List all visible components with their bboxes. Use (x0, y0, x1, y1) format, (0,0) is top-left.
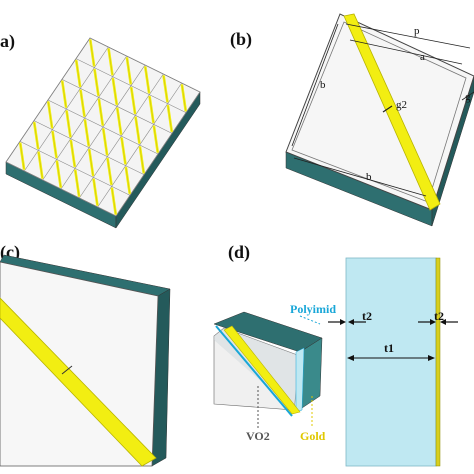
array-grid-lines (5, 37, 201, 217)
array-gold-strip-edge (93, 179, 98, 205)
array-gold-strip-edge (126, 58, 131, 84)
t2-left-arrowhead-out (340, 319, 346, 325)
array-gold-strip-edge (163, 76, 168, 102)
vo2-label: VO2 (246, 429, 270, 443)
dim-a-label: a (420, 51, 425, 63)
dim-a-line (349, 39, 463, 65)
stack-cyan-edge (215, 325, 293, 417)
panel-a: a) (0, 31, 201, 229)
array-gold-strip-edge (107, 159, 112, 184)
dim-g-label: g (465, 91, 471, 103)
panel-d: (d) Polyimid VO2 Gold t2 t2 (213, 242, 458, 467)
array-gold-strip-edge (98, 99, 103, 125)
unit-gold-strip (343, 13, 441, 211)
stack-gold-strip (223, 325, 301, 415)
array-gold-strip-edge (111, 188, 116, 214)
dim-b-bottom-line (293, 157, 427, 197)
array-gold-strip-edge (66, 111, 71, 137)
unit-inner-boundary (291, 21, 467, 203)
array-gold-strip-edge (89, 150, 94, 175)
dim-b-left-label: b (320, 79, 326, 91)
t2-right-arrowhead-in (430, 319, 436, 325)
array-gold-strip-edge (103, 129, 108, 155)
array-gold-strip-edge (139, 147, 144, 173)
dim-g-line (461, 91, 474, 101)
array-gold-strip-edge (94, 70, 99, 95)
dim-p-line (345, 23, 471, 49)
array-gold-strip-edge (117, 108, 122, 134)
g2-gap-mark (382, 105, 393, 113)
t2-right-arrowhead-out (440, 319, 446, 325)
array-gold-strip-edge (135, 117, 140, 143)
array-gold-strip-edge (84, 120, 89, 146)
t2-left-arrowhead-in (348, 319, 354, 325)
dim-p-label: p (414, 25, 420, 37)
array-gold-strip-edge (112, 79, 117, 104)
array-gold-strip-edge (76, 61, 81, 86)
t1-arrowhead-left (347, 355, 354, 361)
closeup-face (0, 261, 159, 467)
array-gold-strip-edge (167, 106, 172, 131)
array-gold-strip-edge (108, 49, 113, 75)
array-gold-strip-edge (34, 123, 39, 148)
array-gold-strip-edge (181, 85, 186, 111)
t1-arrowhead-right (428, 355, 435, 361)
cross-section-polyimide (345, 257, 437, 467)
array-gold-strip-edge (149, 97, 154, 122)
array-gold-strip-edge (75, 170, 80, 196)
array-gold-strip-edge (145, 67, 150, 93)
array-gold-strip-edge (38, 152, 43, 178)
array-gold-strip-edge (70, 141, 75, 166)
array-gold-strips (19, 39, 187, 215)
array-grid-line (97, 82, 182, 208)
array-gold-strip-edge (80, 90, 85, 116)
polyimide-label: Polyimid (290, 302, 336, 316)
polyimide-leader (299, 315, 321, 325)
panel-d-label: (d) (228, 242, 250, 263)
closeup-gold-strip (0, 297, 157, 467)
t2-left-label: t2 (362, 309, 372, 323)
gold-label: Gold (300, 429, 326, 443)
array-gold-strip-edge (20, 143, 25, 169)
array-gold-strip-edge (48, 102, 53, 128)
t2-right-label: t2 (434, 309, 444, 323)
panel-b: (b) p a b b g2 g (230, 13, 474, 227)
array-gold-strip-edge (131, 88, 136, 113)
array-gold-strip-edge (52, 132, 57, 157)
closeup-strip-gap (61, 365, 73, 375)
array-gold-strip-edge (153, 126, 158, 152)
dim-g2-label: g2 (396, 99, 407, 111)
dim-b-bottom-label: b (366, 171, 372, 183)
panel-b-label: (b) (230, 29, 252, 50)
array-grid-line (115, 91, 201, 217)
stack-side-polyimide (295, 347, 305, 413)
array-gold-strip-edge (121, 138, 126, 164)
unit-top-face (285, 13, 474, 211)
array-grid-line (89, 37, 201, 93)
array-gold-strip-edge (62, 81, 67, 107)
array-gold-strip-edge (125, 168, 130, 193)
panel-c: (c) (0, 242, 171, 467)
array-gold-strip-edge (56, 161, 61, 187)
t1-label: t1 (384, 341, 394, 355)
array-gold-strip-edge (90, 40, 95, 66)
cross-section-gold (435, 257, 441, 467)
panel-a-label: a) (0, 31, 15, 52)
dim-b-left-line (291, 23, 339, 147)
